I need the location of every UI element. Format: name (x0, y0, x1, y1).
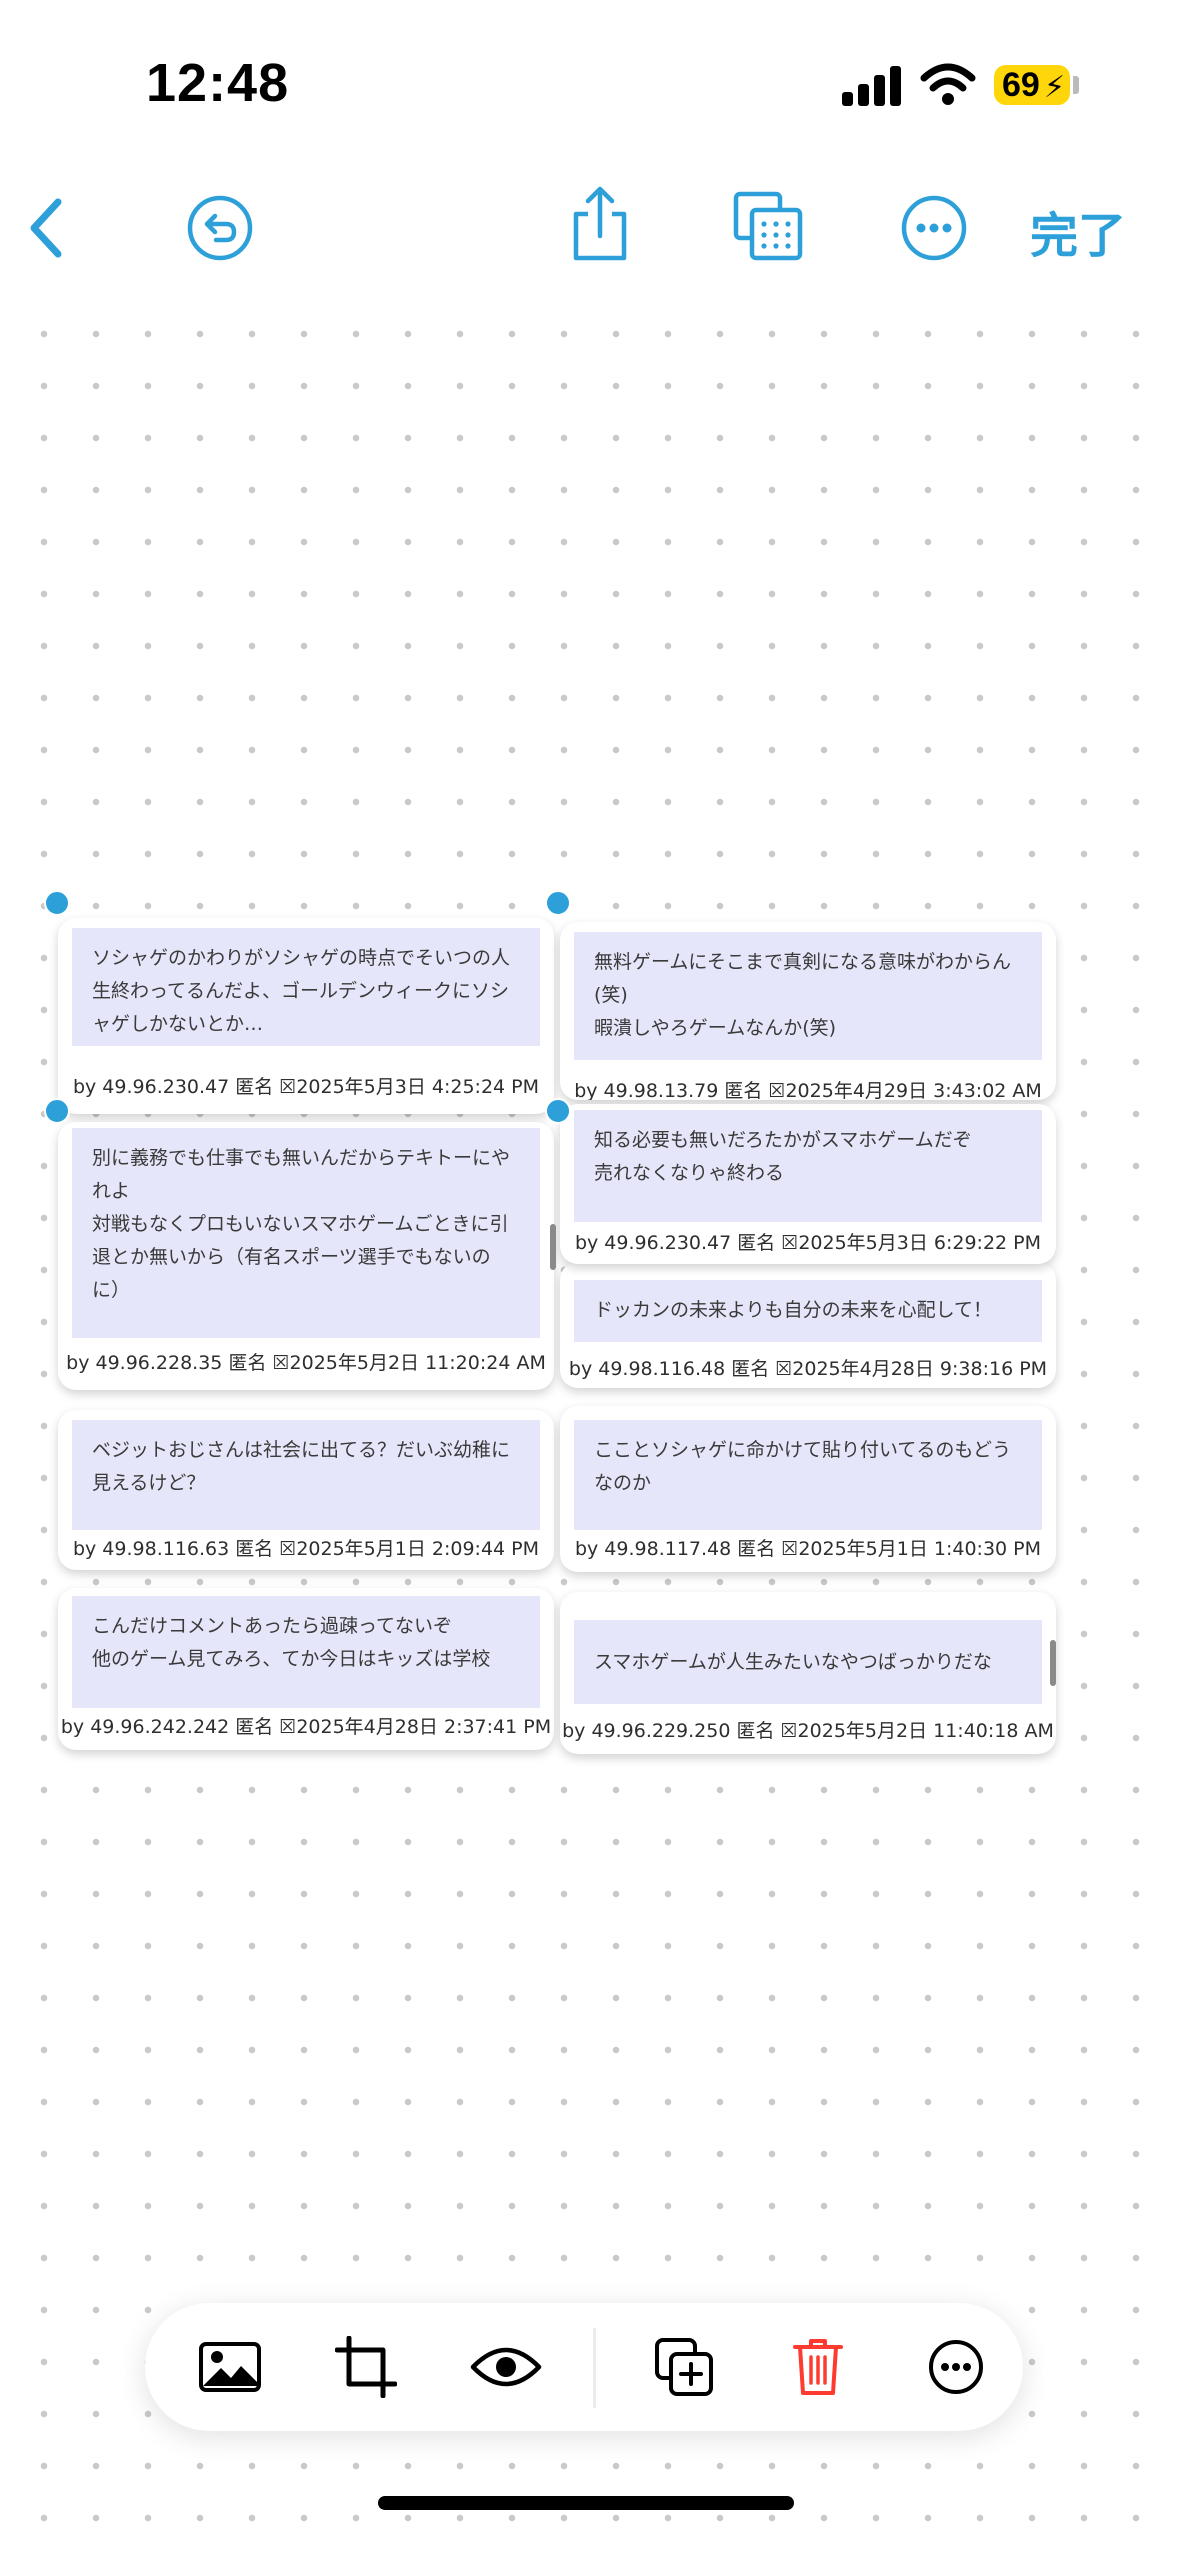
wifi-icon (920, 63, 976, 105)
trash-icon (793, 2339, 843, 2395)
more-button[interactable] (898, 192, 970, 264)
card-meta: by 49.96.242.242 匿名 ☒2025年4月28日 2:37:41 … (60, 1716, 552, 1738)
back-button[interactable] (20, 192, 72, 264)
comment-card[interactable]: こことソシャゲに命かけて貼り付いてるのもどう なのか by 49.98.117.… (560, 1406, 1056, 1572)
battery-level: 69 (1002, 65, 1040, 104)
home-indicator (378, 2496, 794, 2510)
comment-card[interactable]: ソシャゲのかわりがソシャゲの時点でそいつの人 生終わってるんだよ、ゴールデンウィ… (58, 918, 554, 1114)
crop-icon (335, 2336, 397, 2398)
resize-handle[interactable] (550, 1224, 556, 1270)
comment-card[interactable]: こんだけコメントあったら過疎ってないぞ 他のゲーム見てみろ、てか今日はキッズは学… (58, 1588, 554, 1750)
duplicate-add-icon (655, 2338, 713, 2396)
comment-card-selected[interactable]: 知る必要も無いだろたかがスマホゲームだぞ 売れなくなりゃ終わる by 49.96… (560, 1104, 1056, 1264)
share-button[interactable] (564, 184, 636, 264)
card-meta: by 49.96.229.250 匿名 ☒2025年5月2日 11:40:18 … (562, 1720, 1054, 1742)
comment-card[interactable]: スマホゲームが人生みたいなやつばっかりだな by 49.96.229.250 匿… (560, 1592, 1056, 1754)
cellular-signal-icon (842, 66, 904, 106)
crop-button[interactable] (334, 2335, 398, 2399)
card-meta: by 49.96.228.35 匿名 ☒2025年5月2日 11:20:24 A… (66, 1352, 546, 1374)
card-meta: by 49.96.230.47 匿名 ☒2025年5月3日 6:29:22 PM (574, 1232, 1042, 1254)
card-meta: by 49.98.13.79 匿名 ☒2025年4月29日 3:43:02 AM (574, 1080, 1042, 1100)
more-icon (929, 2340, 983, 2394)
status-time: 12:48 (146, 53, 290, 113)
card-text: ソシャゲのかわりがソシャゲの時点でそいつの人 生終わってるんだよ、ゴールデンウィ… (72, 928, 540, 1046)
battery-cap (1073, 76, 1079, 94)
undo-icon (187, 195, 253, 261)
card-text: ベジットおじさんは社会に出てる？だいぶ幼稚に 見えるけど？ (72, 1420, 540, 1530)
selection-handle-bottom-left[interactable] (44, 1098, 70, 1124)
selection-handle-top-left[interactable] (44, 890, 70, 916)
card-text: ドッカンの未来よりも自分の未来を心配して！ (574, 1280, 1042, 1342)
comment-card[interactable]: 無料ゲームにそこまで真剣になる意味がわからん (笑) 暇潰しやろゲームなんか(笑… (560, 922, 1056, 1100)
card-meta: by 49.98.116.48 匿名 ☒2025年4月28日 9:38:16 P… (568, 1358, 1048, 1380)
more-options-button[interactable] (924, 2335, 988, 2399)
image-icon (199, 2342, 261, 2392)
card-text: 知る必要も無いだろたかがスマホゲームだぞ 売れなくなりゃ終わる (574, 1110, 1042, 1222)
card-meta: by 49.98.116.63 匿名 ☒2025年5月1日 2:09:44 PM (72, 1538, 540, 1560)
bottom-toolbar (145, 2303, 1023, 2431)
card-text: こんだけコメントあったら過疎ってないぞ 他のゲーム見てみろ、てか今日はキッズは学… (72, 1596, 540, 1708)
card-meta: by 49.96.230.47 匿名 ☒2025年5月3日 4:25:24 PM (72, 1076, 540, 1098)
comment-card[interactable]: 別に義務でも仕事でも無いんだからテキトーにや れよ 対戦もなくプロもいないスマホ… (58, 1122, 554, 1390)
delete-button[interactable] (786, 2335, 850, 2399)
card-text: スマホゲームが人生みたいなやつばっかりだな (574, 1620, 1042, 1704)
charging-bolt-icon: ⚡ (1044, 70, 1066, 105)
share-icon (573, 186, 627, 261)
selection-handle-top-right[interactable] (545, 890, 571, 916)
toolbar-separator (593, 2328, 596, 2408)
more-icon (901, 195, 967, 261)
chevron-left-icon (30, 198, 62, 258)
image-button[interactable] (198, 2335, 262, 2399)
selection-handle-bottom-right[interactable] (545, 1098, 571, 1124)
undo-button[interactable] (184, 192, 256, 264)
card-text: 無料ゲームにそこまで真剣になる意味がわからん (笑) 暇潰しやろゲームなんか(笑… (574, 932, 1042, 1060)
visibility-button[interactable] (470, 2335, 542, 2399)
grid-duplicate-icon (733, 191, 803, 261)
done-button[interactable]: 完了 (1030, 208, 1127, 264)
grid-duplicate-button[interactable] (730, 188, 806, 264)
eye-icon (470, 2347, 542, 2387)
duplicate-add-button[interactable] (652, 2335, 716, 2399)
resize-handle[interactable] (1050, 1640, 1056, 1686)
card-text: こことソシャゲに命かけて貼り付いてるのもどう なのか (574, 1420, 1042, 1530)
battery-indicator: 69 (994, 65, 1070, 105)
card-meta: by 49.98.117.48 匿名 ☒2025年5月1日 1:40:30 PM (574, 1538, 1042, 1560)
card-text: 別に義務でも仕事でも無いんだからテキトーにや れよ 対戦もなくプロもいないスマホ… (72, 1128, 540, 1338)
comment-card[interactable]: ベジットおじさんは社会に出てる？だいぶ幼稚に 見えるけど？ by 49.98.1… (58, 1410, 554, 1570)
comment-card[interactable]: ドッカンの未来よりも自分の未来を心配して！ by 49.98.116.48 匿名… (560, 1262, 1056, 1388)
